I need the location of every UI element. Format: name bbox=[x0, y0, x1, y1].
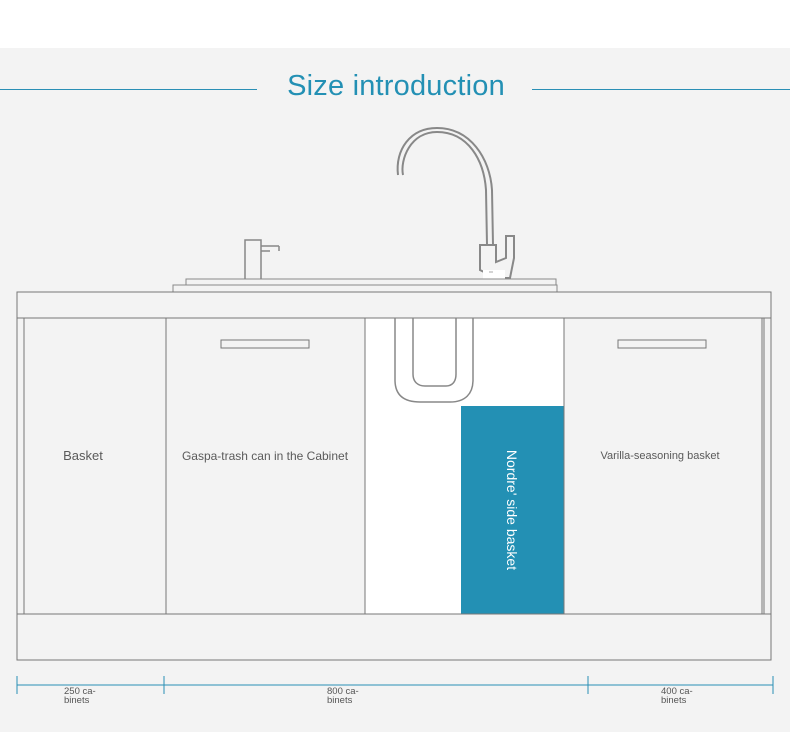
dimension-left-line1: 250 ca- bbox=[64, 686, 96, 697]
title-rule-left bbox=[0, 89, 257, 90]
dimension-label-middle: 800 ca- binets bbox=[327, 686, 359, 706]
dimension-right-line2: binets bbox=[661, 695, 687, 706]
dimension-middle-line2: binets bbox=[327, 695, 353, 706]
middle-cabinet-label: Gaspa-trash can in the Cabinet bbox=[181, 449, 349, 463]
sink-rim bbox=[185, 278, 557, 286]
soap-dispenser-icon bbox=[244, 239, 280, 281]
middle-door-handle bbox=[220, 339, 310, 349]
dimension-label-right: 400 ca- binets bbox=[661, 686, 693, 706]
side-basket-label: Nordre' side basket bbox=[504, 450, 520, 570]
drain-pipe-icon bbox=[394, 318, 474, 403]
faucet-icon bbox=[396, 126, 515, 280]
right-door-handle bbox=[617, 339, 707, 349]
page-title: Size introduction bbox=[287, 70, 505, 102]
dimension-middle-line1: 800 ca- bbox=[327, 686, 359, 697]
dimension-label-left: 250 ca- binets bbox=[64, 686, 96, 706]
title-rule-right bbox=[532, 89, 790, 90]
middle-cabinet-door bbox=[165, 317, 366, 615]
left-cabinet-door bbox=[23, 317, 167, 615]
dimension-right-line1: 400 ca- bbox=[661, 686, 693, 697]
top-banner-strip bbox=[0, 0, 790, 48]
side-basket-panel bbox=[461, 406, 564, 614]
dimension-lines bbox=[16, 676, 774, 694]
left-cabinet-label: Basket bbox=[63, 448, 103, 463]
right-cabinet-label: Varilla-seasoning basket bbox=[600, 450, 720, 462]
dimension-left-line2: binets bbox=[64, 695, 90, 706]
right-cabinet-door bbox=[563, 317, 763, 615]
